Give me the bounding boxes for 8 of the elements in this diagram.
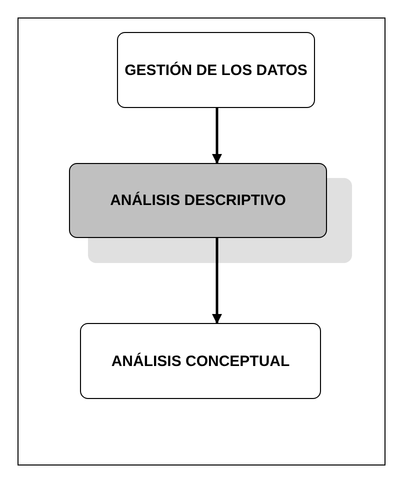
process-box (117, 32, 315, 108)
process-box (69, 163, 327, 238)
arrow (212, 108, 222, 164)
box-label: ANÁLISIS DESCRIPTIVO (110, 192, 286, 209)
box-label: GESTIÓN DE LOS DATOS (124, 62, 308, 78)
process-box (80, 323, 321, 399)
arrow (212, 238, 222, 324)
box-label: ANÁLISIS CONCEPTUAL (111, 352, 290, 370)
